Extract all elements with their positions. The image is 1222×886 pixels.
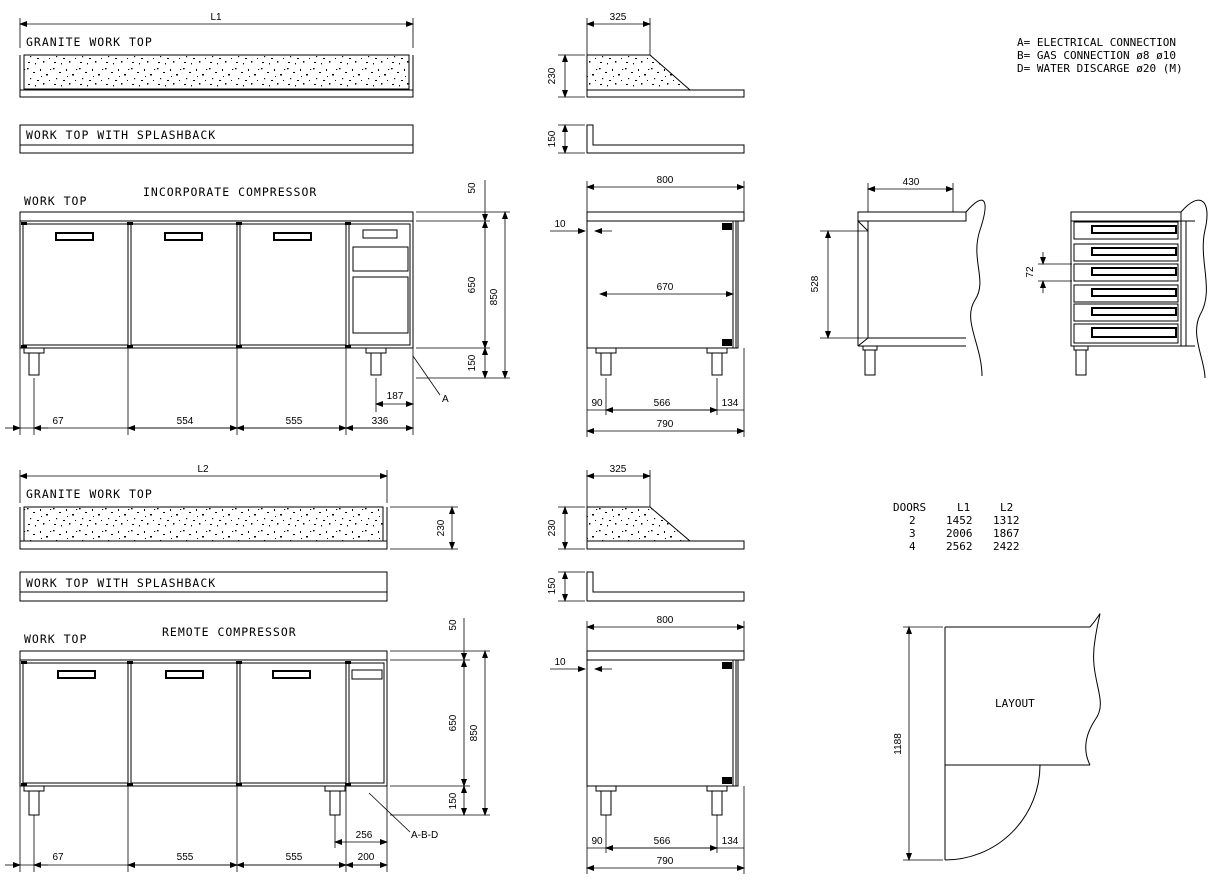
table-header-l1: L1	[957, 501, 970, 514]
dim-790-2: 790	[657, 856, 674, 867]
dim-72: 72	[1025, 266, 1036, 278]
dim-650: 650	[467, 276, 478, 293]
table-cell: 1867	[993, 527, 1020, 540]
dim-50: 50	[467, 182, 478, 194]
dim-230-2: 230	[547, 519, 558, 536]
dim-554: 554	[177, 416, 194, 427]
dim-325: 325	[610, 12, 627, 23]
legend-line-b: B= GAS CONNECTION ø8 ø10	[1017, 49, 1176, 62]
dim-256: 256	[356, 830, 373, 841]
table-cell: 4	[909, 540, 916, 553]
layout-plan: LAYOUT 1188	[893, 613, 1101, 861]
dim-850-2: 850	[469, 724, 480, 741]
dim-150-3: 150	[547, 577, 558, 594]
label-work-top: WORK TOP	[24, 194, 87, 208]
dim-670: 670	[657, 282, 674, 293]
dim-200: 200	[358, 852, 375, 863]
dim-230-right: 230	[436, 519, 447, 536]
dim-10-2: 10	[554, 657, 566, 668]
granite-worktop-1: L1 GRANITE WORK TOP	[19, 12, 414, 98]
label-A-B-D: A-B-D	[411, 830, 438, 841]
dim-L1: L1	[210, 12, 222, 23]
dim-50-2: 50	[448, 619, 459, 631]
dim-90-2: 90	[591, 836, 603, 847]
granite-side-section-2: 325 230	[547, 464, 745, 550]
granite-side-section-1: 325 230	[547, 12, 745, 98]
dim-800-2: 800	[657, 615, 674, 626]
dim-566-2: 566	[654, 836, 671, 847]
table-cell: 3	[909, 527, 916, 540]
compressor-grille	[352, 246, 409, 334]
splash-side-section-1: 150	[547, 124, 745, 154]
table-header-doors: DOORS	[893, 501, 926, 514]
splash-side-section-2: 150	[547, 571, 745, 602]
dim-1188: 1188	[893, 733, 904, 755]
dim-187: 187	[387, 391, 404, 402]
front-view-incorporate: INCORPORATE COMPRESSOR WORK TOP	[5, 180, 510, 435]
dim-325-2: 325	[610, 464, 627, 475]
label-work-top-2: WORK TOP	[24, 632, 87, 646]
dim-555: 555	[286, 416, 303, 427]
label-granite-work-top: GRANITE WORK TOP	[26, 35, 153, 49]
label-splashback-2: WORK TOP WITH SPLASHBACK	[26, 576, 216, 590]
dim-555-3: 555	[286, 852, 303, 863]
dim-67: 67	[52, 416, 64, 427]
dim-850: 850	[489, 288, 500, 305]
side-view-2: 800 10 90 566 134 790	[550, 615, 745, 874]
dim-67-2: 67	[52, 852, 64, 863]
granite-worktop-2: L2 GRANITE WORK TOP 230	[19, 464, 458, 550]
table-header-l2: L2	[1000, 501, 1013, 514]
legend-line-d: D= WATER DISCARGE ø20 (M)	[1017, 62, 1183, 75]
dim-650-2: 650	[448, 714, 459, 731]
dim-90: 90	[591, 398, 603, 409]
label-layout: LAYOUT	[995, 697, 1035, 710]
dim-L2: L2	[197, 464, 209, 475]
splashback-worktop-1: WORK TOP WITH SPLASHBACK	[19, 124, 414, 154]
dim-134: 134	[722, 398, 739, 409]
label-granite-work-top-2: GRANITE WORK TOP	[26, 487, 153, 501]
table-cell: 1452	[946, 514, 973, 527]
dim-800: 800	[657, 175, 674, 186]
dim-150: 150	[547, 130, 558, 147]
dim-150: 150	[467, 354, 478, 371]
label-A: A	[442, 394, 449, 405]
dim-230: 230	[547, 67, 558, 84]
dim-336: 336	[372, 416, 389, 427]
dim-134-2: 134	[722, 836, 739, 847]
table-cell: 2562	[946, 540, 973, 553]
drawer-unit-view: 72	[1025, 199, 1208, 379]
dim-555-2: 555	[177, 852, 194, 863]
doors-table: DOORS L1 L2 2 1452 1312 3 2006 1867 4 25…	[893, 501, 1020, 553]
interior-section-view: 430 528	[810, 177, 986, 377]
label-incorporate-compressor: INCORPORATE COMPRESSOR	[143, 185, 317, 199]
table-cell: 1312	[993, 514, 1020, 527]
dim-150-2: 150	[448, 792, 459, 809]
dim-790: 790	[657, 419, 674, 430]
table-cell: 2006	[946, 527, 973, 540]
dim-528: 528	[810, 275, 821, 292]
table-cell: 2422	[993, 540, 1020, 553]
legend-line-a: A= ELECTRICAL CONNECTION	[1017, 36, 1176, 49]
side-view-1: 800 10 670 90 566 134 790	[550, 175, 745, 437]
label-splashback: WORK TOP WITH SPLASHBACK	[26, 128, 216, 142]
front-view-remote: REMOTE COMPRESSOR WORK TOP 50 650 850	[5, 618, 490, 872]
dim-430: 430	[903, 177, 920, 188]
legend: A= ELECTRICAL CONNECTION B= GAS CONNECTI…	[1017, 36, 1183, 75]
dim-10: 10	[554, 219, 566, 230]
splashback-worktop-2: WORK TOP WITH SPLASHBACK	[19, 571, 388, 602]
table-cell: 2	[909, 514, 916, 527]
label-remote-compressor: REMOTE COMPRESSOR	[162, 625, 297, 639]
dim-566: 566	[654, 398, 671, 409]
